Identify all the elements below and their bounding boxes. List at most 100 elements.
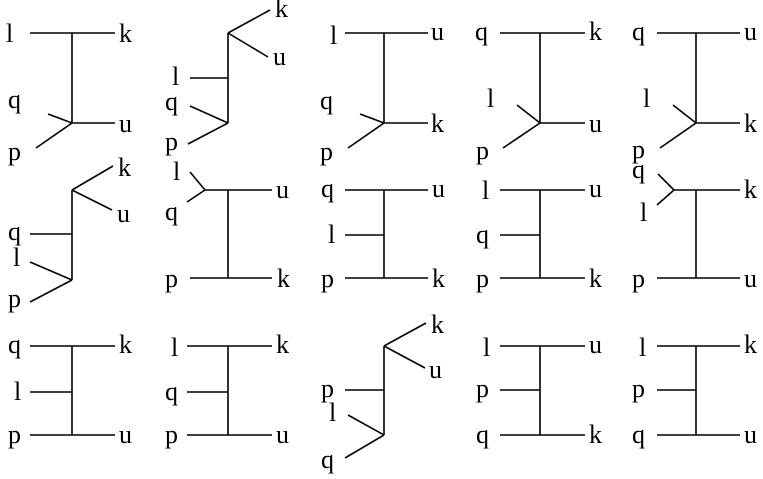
leg-label: l	[643, 84, 650, 113]
leg-label: q	[320, 86, 333, 115]
leg-label: q	[632, 420, 645, 449]
diagram-14: l u p q k	[476, 330, 602, 449]
leg-label: q	[632, 17, 645, 46]
diagram-4: q k l p u	[475, 17, 602, 165]
propagator-lines	[500, 32, 585, 149]
leg-label: p	[8, 137, 21, 166]
leg-label: l	[13, 243, 20, 272]
propagator-lines	[30, 345, 115, 436]
leg-label: p	[8, 284, 21, 313]
diagram-12: l k q p u	[165, 330, 289, 449]
leg-label: p	[8, 420, 21, 449]
leg-label: k	[119, 330, 132, 359]
leg-label: p	[632, 135, 645, 164]
leg-label: l	[483, 333, 490, 362]
leg-label: l	[329, 398, 336, 427]
leg-label: u	[119, 420, 132, 449]
diagram-13: k u p l q	[321, 310, 444, 474]
diagram-11: q k l p u	[8, 330, 132, 449]
leg-label: u	[744, 17, 757, 46]
leg-label: u	[744, 420, 757, 449]
leg-label: u	[431, 17, 444, 46]
diagram-2: k u l q p	[165, 0, 288, 156]
propagator-lines	[500, 189, 585, 279]
leg-label: q	[165, 377, 178, 406]
diagram-8: q u l p k	[321, 174, 445, 293]
propagator-lines	[500, 345, 585, 436]
leg-label: q	[8, 85, 21, 114]
leg-label: k	[589, 264, 602, 293]
leg-label: k	[589, 420, 602, 449]
leg-label: u	[429, 355, 442, 384]
leg-label: q	[8, 330, 21, 359]
propagator-lines	[30, 32, 115, 149]
leg-label: k	[118, 153, 131, 182]
propagator-lines	[656, 173, 740, 279]
leg-label: q	[165, 197, 178, 226]
leg-label: q	[476, 220, 489, 249]
leg-label: q	[8, 217, 21, 246]
leg-label: l	[14, 377, 21, 406]
leg-label: k	[277, 264, 290, 293]
leg-label: l	[640, 198, 647, 227]
leg-label: k	[276, 330, 289, 359]
leg-label: p	[321, 264, 334, 293]
leg-label: u	[276, 420, 289, 449]
leg-label: u	[276, 175, 289, 204]
leg-label: l	[173, 157, 180, 186]
leg-label: k	[744, 175, 757, 204]
propagator-lines	[657, 345, 740, 436]
leg-label: q	[321, 174, 334, 203]
leg-label: k	[744, 109, 757, 138]
propagator-lines	[344, 322, 427, 459]
leg-label: u	[744, 264, 757, 293]
leg-label: l	[172, 62, 179, 91]
diagram-10: q l k p u	[632, 155, 757, 293]
leg-label: q	[632, 155, 645, 184]
leg-label: p	[476, 374, 489, 403]
leg-label: u	[589, 174, 602, 203]
leg-label: l	[487, 84, 494, 113]
leg-label: p	[321, 374, 334, 403]
leg-label: q	[321, 445, 334, 474]
leg-label: k	[589, 17, 602, 46]
leg-label: p	[632, 264, 645, 293]
diagram-7: l q u p k	[165, 157, 290, 293]
propagator-lines	[29, 165, 114, 303]
leg-label: u	[589, 330, 602, 359]
diagram-15: l k p q u	[632, 330, 757, 449]
propagator-lines	[345, 32, 428, 149]
leg-label: p	[476, 264, 489, 293]
leg-label: k	[744, 330, 757, 359]
leg-label: q	[165, 87, 178, 116]
diagram-3: l u q p k	[320, 17, 444, 166]
leg-label: q	[476, 420, 489, 449]
diagram-6: k u q l p	[8, 153, 131, 313]
diagram-5: q u l p k	[632, 17, 757, 164]
leg-label: p	[165, 420, 178, 449]
diagram-9: l u q p k	[476, 174, 602, 293]
leg-label: k	[119, 19, 132, 48]
leg-label: u	[589, 109, 602, 138]
leg-label: u	[432, 174, 445, 203]
propagator-lines	[187, 9, 271, 145]
leg-label: q	[475, 17, 488, 46]
propagator-lines	[186, 171, 272, 279]
leg-label: l	[6, 19, 13, 48]
leg-label: p	[165, 127, 178, 156]
leg-label: k	[431, 310, 444, 339]
leg-label: p	[632, 374, 645, 403]
leg-label: u	[119, 109, 132, 138]
leg-label: u	[117, 199, 130, 228]
leg-label: l	[171, 333, 178, 362]
leg-label: p	[165, 264, 178, 293]
propagator-lines	[657, 32, 740, 149]
propagator-lines	[187, 345, 272, 436]
leg-label: p	[476, 136, 489, 165]
leg-label: u	[273, 42, 286, 71]
leg-label: k	[275, 0, 288, 23]
leg-label: l	[330, 21, 337, 50]
diagram-1: l k q p u	[6, 19, 132, 166]
